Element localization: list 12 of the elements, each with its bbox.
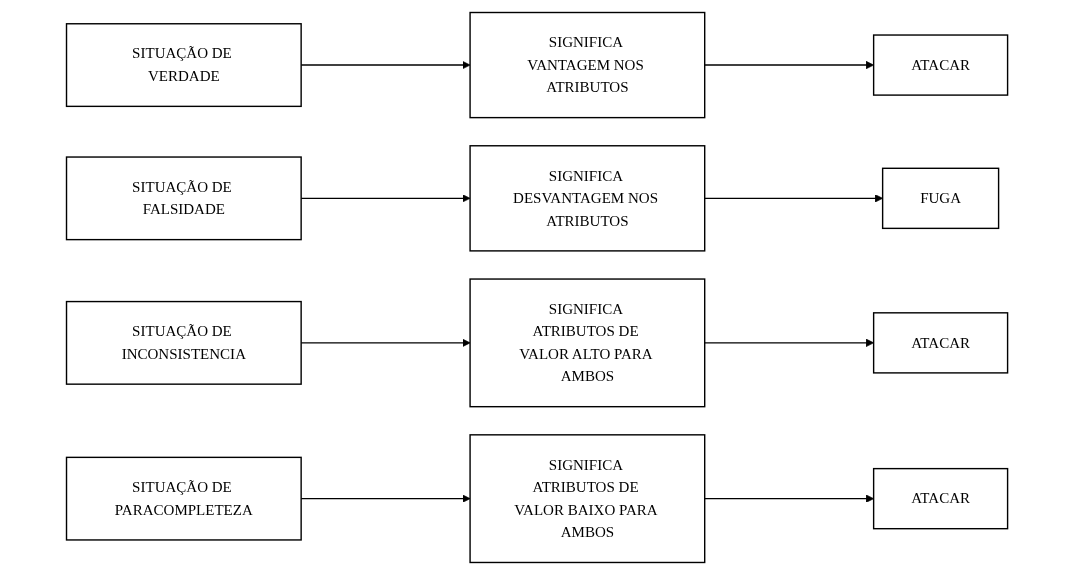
node-box: FUGA: [881, 167, 1000, 230]
node-box: ATACAR: [872, 312, 1009, 374]
node-box: SITUAÇÃO DE FALSIDADE: [65, 156, 302, 241]
node-box: SIGNIFICA ATRIBUTOS DE VALOR BAIXO PARA AMBOS: [469, 434, 706, 564]
node-box: SIGNIFICA VANTAGEM NOS ATRIBUTOS: [469, 11, 706, 119]
node-box: SITUAÇÃO DE INCONSISTENCIA: [65, 300, 302, 385]
node-box: SITUAÇÃO DE PARACOMPLETEZA: [65, 456, 302, 541]
node-box: ATACAR: [872, 467, 1009, 530]
node-box: SITUAÇÃO DE VERDADE: [65, 23, 302, 108]
node-box: ATACAR: [872, 34, 1009, 96]
node-box: SIGNIFICA ATRIBUTOS DE VALOR ALTO PARA AMBOS: [469, 278, 706, 408]
node-box: SIGNIFICA DESVANTAGEM NOS ATRIBUTOS: [469, 145, 706, 252]
